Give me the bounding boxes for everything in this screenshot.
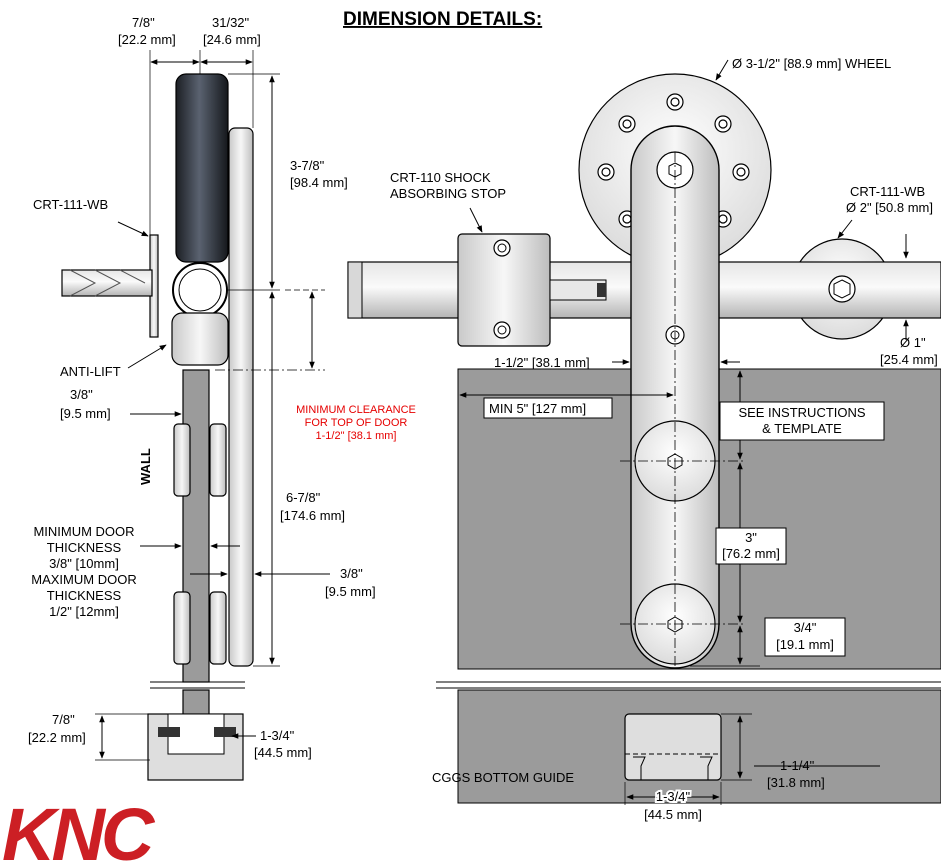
dim-strap-gap-imperial: 3/8"	[340, 566, 363, 581]
door-thickness-line2: THICKNESS	[47, 540, 122, 555]
clearance-note-line3: 1-1/2" [38.1 mm]	[316, 430, 397, 442]
bracket-label-line1: CRT-111-WB	[850, 184, 925, 199]
door-thickness-line3: 3/8" [10mm]	[49, 556, 119, 571]
strap-width-label: 1-1/2" [38.1 mm]	[494, 355, 590, 370]
logo-text: KNC	[2, 793, 156, 866]
hole-spacing-metric: [76.2 mm]	[722, 546, 780, 561]
door-thickness-line5: THICKNESS	[47, 588, 122, 603]
rail-dim-metric: [25.4 mm]	[880, 352, 938, 367]
dim-strap-gap-metric: [9.5 mm]	[325, 584, 376, 599]
side-view	[61, 50, 330, 781]
bracket-label-line2: Ø 2" [50.8 mm]	[846, 200, 933, 215]
dim-wall-gap-imperial: 3/8"	[70, 387, 93, 402]
min-edge-label: MIN 5" [127 mm]	[489, 401, 586, 416]
stop-label-line1: CRT-110 SHOCK	[390, 170, 491, 185]
door-thickness-line4: MAXIMUM DOOR	[31, 572, 136, 587]
brand-logo: KNC	[2, 793, 160, 866]
anchor-bolt	[61, 269, 153, 297]
guide-height-metric: [31.8 mm]	[767, 775, 825, 790]
rail-dim-imperial: Ø 1"	[900, 335, 926, 350]
dim-strap-height-imperial: 6-7/8"	[286, 490, 321, 505]
dim-guide-height-imperial: 7/8"	[52, 712, 75, 727]
dim-wheel-height-imperial: 3-7/8"	[290, 158, 325, 173]
hole-spacing-imperial: 3"	[745, 530, 757, 545]
instructions-line2: & TEMPLATE	[762, 421, 842, 436]
stop-label-line2: ABSORBING STOP	[390, 186, 506, 201]
front-view-labels: Ø 3-1/2" [88.9 mm] WHEEL CRT-110 SHOCK A…	[390, 56, 938, 822]
dim-top-a-imperial: 7/8"	[132, 15, 155, 30]
door-clamp-lower	[173, 591, 191, 665]
clearance-note-line2: FOR TOP OF DOOR	[305, 417, 408, 429]
dim-strap-height-metric: [174.6 mm]	[280, 508, 345, 523]
dim-guide-height-metric: [22.2 mm]	[28, 730, 86, 745]
dim-top-b-imperial: 31/32"	[212, 15, 250, 30]
door-thickness-line6: 1/2" [12mm]	[49, 604, 119, 619]
guide-height-imperial: 1-1/4"	[780, 758, 815, 773]
dim-guide-width-imperial: 1-3/4"	[260, 728, 295, 743]
back-strap	[228, 127, 254, 667]
clearance-note-line1: MINIMUM CLEARANCE	[296, 404, 416, 416]
dim-wall-gap-metric: [9.5 mm]	[60, 406, 111, 421]
bottom-guide-front	[624, 713, 722, 781]
dim-wheel-height-metric: [98.4 mm]	[290, 175, 348, 190]
anti-lift-roller	[171, 312, 229, 366]
wheel-label: Ø 3-1/2" [88.9 mm] WHEEL	[732, 56, 891, 71]
front-view	[347, 59, 941, 805]
guide-width-imperial: 1-3/4"	[656, 789, 691, 804]
guide-width-metric: [44.5 mm]	[644, 807, 702, 822]
page-title: DIMENSION DETAILS:	[343, 9, 542, 30]
bottom-offset-imperial: 3/4"	[794, 620, 817, 635]
guide-label: CGGS BOTTOM GUIDE	[432, 770, 574, 785]
label-wall: WALL	[138, 448, 153, 485]
bottom-offset-metric: [19.1 mm]	[776, 637, 834, 652]
side-view-labels: 7/8" [22.2 mm] 31/32" [24.6 mm] 3-7/8" […	[28, 15, 416, 760]
dim-top-b-metric: [24.6 mm]	[203, 32, 261, 47]
door-clamp-upper	[173, 423, 191, 497]
wheel-side-profile	[175, 73, 229, 263]
label-anti-lift: ANTI-LIFT	[60, 364, 121, 379]
label-bracket: CRT-111-WB	[33, 197, 108, 212]
instructions-line1: SEE INSTRUCTIONS	[738, 405, 865, 420]
dim-guide-width-metric: [44.5 mm]	[254, 745, 312, 760]
dim-top-a-metric: [22.2 mm]	[118, 32, 176, 47]
door-thickness-line1: MINIMUM DOOR	[33, 524, 134, 539]
